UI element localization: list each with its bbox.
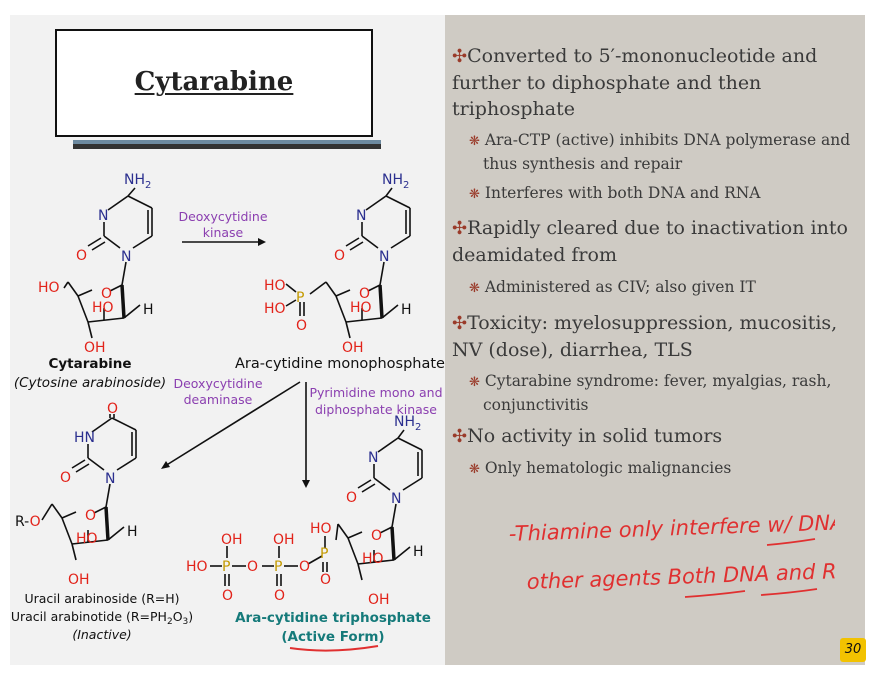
reaction-diagram: NH2 N N O O HO HO OH H NH2 N N O O HO HO… [11, 172, 445, 652]
p-label: P [274, 559, 282, 575]
nh2-label: NH [394, 414, 415, 430]
nh2-label: NH [382, 172, 403, 188]
svg-text:NH2: NH2 [124, 172, 151, 191]
handwriting-line-1: -Thiamine only interfere w/ DNA! [508, 510, 835, 546]
svg-text:NH2: NH2 [394, 414, 421, 433]
o-label: O [101, 286, 112, 302]
h-label: H [401, 302, 412, 318]
n-label: N [368, 450, 378, 466]
ho-label: HO [264, 278, 286, 294]
title-box: Cytarabine [55, 29, 373, 137]
enzyme-pyrimidine-1: Pyrimidine mono and [309, 385, 442, 400]
o-label: O [299, 559, 310, 575]
name-uracil-arabinoside: Uracil arabinoside (R=H) [24, 591, 179, 606]
bullet-3: ✣Toxicity: myelosuppression, mucositis, … [452, 312, 838, 361]
n-label: N [121, 249, 131, 265]
oh-label: OH [68, 572, 90, 588]
name-inactive: (Inactive) [72, 627, 131, 642]
bullet-4a: ❋ Only hematologic malignancies [469, 459, 732, 477]
o-label: O [107, 401, 118, 417]
p-label: P [320, 546, 328, 562]
bullet-4: ✣No activity in solid tumors [452, 425, 723, 447]
o-label: O [359, 286, 370, 302]
r-label: R-O [15, 514, 41, 530]
ho-label: HO [38, 280, 60, 296]
title-shadow-bar [73, 144, 381, 149]
enzyme-pyrimidine-2: diphosphate kinase [315, 402, 437, 417]
o-label: O [320, 572, 331, 588]
ho-label: HO [264, 301, 286, 317]
enzyme-deaminase-1: Deoxycytidine [173, 376, 262, 391]
name-cytarabine: Cytarabine [48, 356, 131, 372]
name-cytarabine-sub: (Cytosine arabinoside) [14, 375, 166, 391]
n-label: N [379, 249, 389, 265]
bullet-3a: ❋ Cytarabine syndrome: fever, myalgias, … [469, 372, 832, 414]
hn-label: HN [74, 430, 95, 446]
bullet-1: ✣Converted to 5′-mononucleotide and furt… [452, 45, 818, 120]
ho-label: HO [186, 559, 208, 575]
bullet-2: ✣Rapidly cleared due to inactivation int… [452, 217, 848, 266]
n-label: N [356, 208, 366, 224]
page-number-badge: 30 [840, 638, 866, 662]
h-label: H [413, 544, 424, 560]
enzyme-kinase-2: kinase [203, 225, 244, 240]
ho-label: HO [92, 300, 114, 316]
o-label: O [346, 490, 357, 506]
o-label: O [60, 470, 71, 486]
name-monophosphate: Ara-cytidine monophosphate [235, 356, 445, 372]
o-label: O [274, 588, 285, 604]
enzyme-deaminase-2: deaminase [184, 392, 253, 407]
p-label: P [296, 290, 304, 306]
oh-label: OH [368, 592, 390, 608]
ho-label: HO [310, 521, 332, 537]
handwritten-annotation: -Thiamine only interfere w/ DNA! other a… [508, 510, 835, 598]
n-label: N [98, 208, 108, 224]
o-label: O [296, 318, 307, 334]
n-label: N [105, 471, 115, 487]
enzyme-kinase-1: Deoxycytidine [178, 209, 267, 224]
oh-label: OH [273, 532, 295, 548]
bullet-2a: ❋ Administered as CIV; also given IT [469, 278, 756, 296]
svg-text:NH2: NH2 [382, 172, 409, 191]
bullet-1b: ❋ Interferes with both DNA and RNA [469, 184, 761, 202]
right-panel [445, 15, 865, 665]
handwriting-line-2: other agents Both DNA and RNA! [526, 558, 835, 594]
ho-label: HO [362, 551, 384, 567]
name-triphosphate: Ara-cytidine triphosphate [235, 610, 431, 626]
oh-label: OH [221, 532, 243, 548]
title-accent-bar [73, 140, 381, 144]
oh-label: OH [342, 340, 364, 356]
name-active-form: (Active Form) [281, 629, 384, 645]
h-label: H [143, 302, 154, 318]
o-label: O [76, 248, 87, 264]
name-uracil-arabinotide: Uracil arabinotide (R=PH2O3) [11, 609, 193, 627]
o-label: O [85, 508, 96, 524]
o-label: O [334, 248, 345, 264]
o-label: O [222, 588, 233, 604]
oh-label: OH [84, 340, 106, 356]
h-label: H [127, 524, 138, 540]
ho-label: HO [76, 531, 98, 547]
o-label: O [247, 559, 258, 575]
n-label: N [391, 491, 401, 507]
o-label: O [371, 528, 382, 544]
active-form-underline [289, 645, 379, 652]
p-label: P [222, 559, 230, 575]
ho-label: HO [350, 300, 372, 316]
bullet-1a: ❋ Ara-CTP (active) inhibits DNA polymera… [469, 131, 851, 173]
slide-title: Cytarabine [134, 67, 294, 97]
nh2-label: NH [124, 172, 145, 188]
